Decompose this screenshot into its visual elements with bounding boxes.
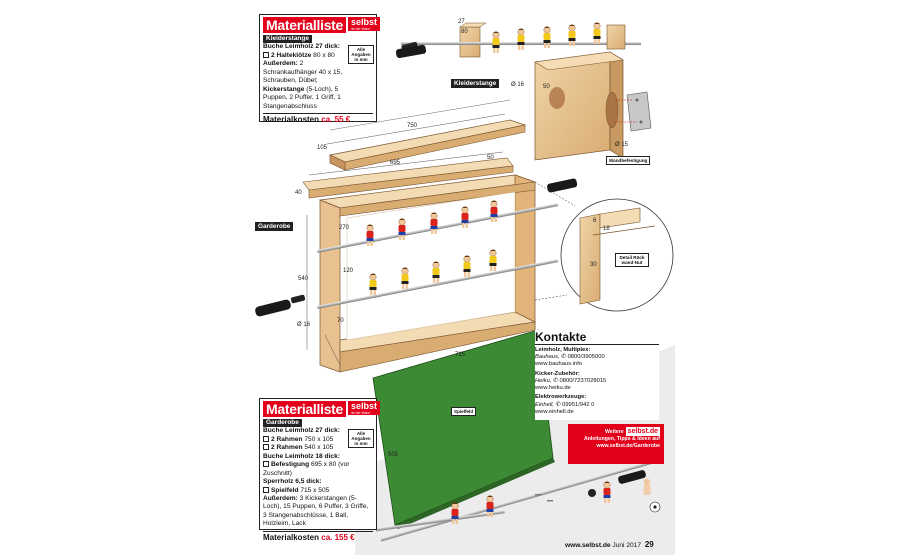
material-extra: Außerdem: 3 Kickerstangen (5-Loch), 15 P…: [263, 494, 369, 528]
label-garderobe: Garderobe: [255, 222, 294, 231]
dim-6: 6: [593, 218, 597, 224]
contact-link[interactable]: www.heiku.de: [535, 385, 571, 392]
contacts-title: Kontakte: [535, 330, 659, 345]
dim-750: 750: [407, 123, 418, 129]
kleiderstange-assembly: [395, 22, 641, 59]
dim-16-frame: Ø 16: [297, 322, 311, 328]
logo-text: selbst: [351, 17, 378, 27]
dim-30: 30: [590, 262, 597, 268]
promo-line-2: Anleitungen, Tipps & Ideen auf: [584, 436, 660, 443]
page-footer: www.selbst.de Juni 2017 29: [565, 540, 654, 549]
checkbox-icon: [263, 444, 269, 451]
material-item: 2 Rahmen 750 x 105: [263, 435, 373, 444]
label-wandbefestigung: Wandbefestigung: [606, 156, 651, 165]
contact-link[interactable]: www.einhell.de: [535, 408, 574, 415]
footer-url: www.selbst.de: [565, 542, 611, 549]
material-line: Sperrholz 6,5 dick:: [263, 478, 322, 486]
section-tag: Kleiderstange: [263, 35, 312, 44]
contact-entry: Leimholz, Multiplex:Bauhaus, ✆ 0800/3905…: [535, 347, 605, 368]
dim-70: 70: [337, 318, 344, 324]
logo-sub: ist der Mann: [351, 411, 371, 415]
materialliste-title: Materialliste: [263, 17, 347, 33]
checkbox-icon: [263, 51, 269, 58]
dim-715: 715: [455, 352, 466, 358]
material-line: Buche Leimholz 18 dick:: [263, 452, 340, 460]
dim-540: 540: [298, 276, 309, 282]
dim-270: 270: [339, 225, 350, 231]
material-item: Befestigung 695 x 80 (vor Zuschnitt): [263, 461, 350, 477]
material-line: Buche Leimholz 27 dick:: [263, 427, 340, 435]
dimension-lines: [306, 113, 506, 366]
material-cost: Materialkosten ca. 155 €: [263, 530, 373, 543]
checkbox-icon: [263, 461, 269, 468]
dim-16-block: Ø 16: [511, 82, 525, 88]
dim-27: 27: [458, 19, 465, 25]
checkbox-icon: [263, 486, 269, 493]
material-item: Spielfeld 715 x 505: [263, 486, 373, 495]
loose-parts: [375, 460, 661, 542]
playing-field: [372, 329, 555, 529]
footer-issue: Juni 2017: [612, 542, 642, 549]
dim-80-top: 80: [461, 29, 468, 35]
dim-50-block: 50: [543, 84, 550, 90]
dim-695: 695: [390, 160, 401, 166]
section-tag: Garderobe: [263, 419, 302, 428]
label-spielfeld: Spielfeld: [451, 407, 477, 416]
units-hint: Alle Angaben in mm: [348, 429, 374, 448]
selbst-de-logo: selbst.de: [625, 427, 660, 437]
dim-505: 505: [388, 452, 399, 458]
label-detail: Detail Rück wand-Nut: [615, 253, 649, 267]
dim-40: 40: [295, 190, 302, 196]
mount-board: [302, 157, 514, 199]
promo-url[interactable]: www.selbst.de/Garderobe: [596, 442, 660, 449]
dim-15: Ø 15: [615, 142, 629, 148]
frame-rods: [255, 178, 578, 317]
dim-120: 120: [343, 268, 354, 274]
label-kleiderstange: Kleiderstange: [451, 79, 500, 88]
detail-circle: [534, 181, 674, 312]
dim-18: 18: [603, 226, 610, 232]
material-extra: Außerdem: 2 Schrankaufhänger 40 x 15, Sc…: [263, 60, 343, 110]
logo-sub: ist der Mann: [351, 27, 371, 31]
material-line: Buche Leimholz 27 dick:: [263, 43, 340, 51]
page-number: 29: [644, 540, 654, 549]
contacts-box: Kontakte Leimholz, Multiplex:Bauhaus, ✆ …: [535, 330, 659, 420]
material-item: 2 Halteklötze 80 x 80: [263, 51, 373, 60]
units-hint: Alle Angaben in mm: [348, 45, 374, 64]
checkbox-icon: [263, 435, 269, 442]
shelf-board: [328, 99, 527, 171]
logo-text: selbst: [351, 401, 378, 411]
garderobe-frame: [318, 174, 537, 373]
dim-50: 50: [487, 155, 494, 161]
materialliste-title: Materialliste: [263, 401, 347, 417]
illustration: [255, 22, 675, 555]
material-cost: Materialkosten ca. 55 €: [263, 112, 373, 125]
wall-block: [534, 51, 652, 161]
contact-link[interactable]: www.bauhaus.info: [535, 361, 583, 368]
dim-105: 105: [317, 145, 328, 151]
material-item: 2 Rahmen 540 x 105: [263, 444, 373, 452]
